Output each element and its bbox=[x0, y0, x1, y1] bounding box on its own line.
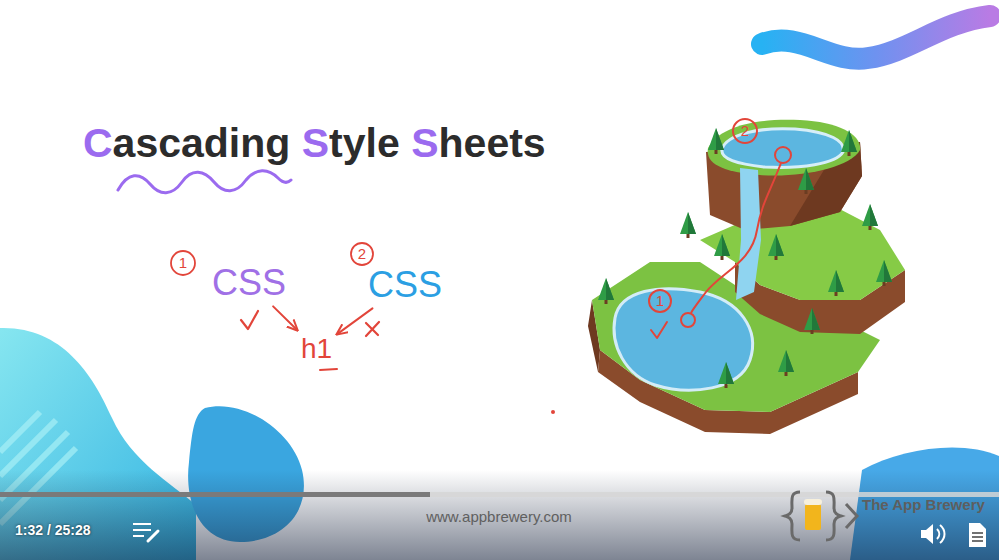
tree bbox=[798, 168, 814, 194]
node-text: CSS bbox=[212, 262, 286, 303]
control-bar bbox=[0, 470, 999, 560]
tree bbox=[876, 260, 892, 286]
upper-pool bbox=[722, 129, 844, 168]
progress-played bbox=[0, 492, 430, 497]
waterfall bbox=[736, 168, 761, 300]
notes-icon-pen bbox=[148, 531, 158, 541]
html-element: h1 bbox=[299, 333, 334, 365]
flow-circle bbox=[681, 313, 695, 327]
callout-circle bbox=[649, 290, 671, 312]
red-dot bbox=[551, 410, 555, 414]
volume-waves bbox=[937, 525, 945, 543]
callout-number: 1 bbox=[171, 251, 195, 275]
callout-number: 2 bbox=[733, 119, 757, 143]
node-text: CSS bbox=[368, 264, 442, 305]
h1-underline bbox=[320, 369, 337, 370]
logo-brace bbox=[826, 492, 841, 540]
check-mark bbox=[241, 311, 258, 329]
upper-grass bbox=[708, 120, 860, 176]
tree bbox=[778, 350, 794, 376]
title-word: tyle bbox=[329, 120, 400, 166]
tree bbox=[828, 270, 844, 296]
tree bbox=[804, 308, 820, 334]
title-word: heets bbox=[439, 120, 546, 166]
css-source: CSS bbox=[210, 262, 288, 303]
tree bbox=[714, 234, 730, 260]
tree bbox=[598, 278, 614, 304]
tree bbox=[680, 212, 696, 238]
css-source: CSS bbox=[366, 264, 444, 305]
logo-foam bbox=[804, 499, 822, 505]
logo-brace bbox=[785, 492, 800, 540]
title-initial: S bbox=[302, 120, 329, 166]
style-arrow bbox=[273, 306, 297, 330]
logo-chevron bbox=[846, 504, 857, 528]
tree bbox=[841, 130, 857, 156]
document-lines bbox=[972, 533, 983, 541]
tree bbox=[862, 204, 878, 230]
watermark-url: www.appbrewery.com bbox=[426, 508, 572, 526]
logo-cup bbox=[805, 504, 821, 530]
lower-pool bbox=[614, 289, 752, 390]
check-mark bbox=[651, 322, 667, 338]
video-time: 1:32 / 25:28 bbox=[15, 522, 91, 539]
title-squiggle bbox=[118, 171, 291, 193]
flow-path bbox=[691, 163, 781, 313]
tree bbox=[718, 362, 734, 388]
callout-number: 1 bbox=[648, 289, 672, 313]
tree bbox=[768, 234, 784, 260]
flow-circle bbox=[775, 147, 791, 163]
tree bbox=[708, 128, 724, 154]
title-word: ascading bbox=[113, 120, 291, 166]
callout-circle bbox=[171, 251, 195, 275]
title-initial: C bbox=[83, 120, 113, 166]
notes-icon bbox=[133, 524, 151, 536]
slide-title: Cascading Style Sheets bbox=[83, 120, 546, 167]
node-text: h1 bbox=[301, 333, 332, 365]
title-initial: S bbox=[411, 120, 438, 166]
cross-mark bbox=[366, 322, 379, 336]
logo-text: The App Brewery bbox=[862, 496, 985, 514]
swoosh bbox=[762, 16, 990, 59]
progress-track bbox=[0, 492, 999, 497]
style-arrow bbox=[337, 308, 372, 334]
callout-number: 2 bbox=[350, 242, 374, 266]
document-icon bbox=[969, 523, 986, 547]
volume-icon bbox=[921, 524, 933, 544]
callout-circle bbox=[733, 119, 757, 143]
callout-circle bbox=[351, 243, 373, 265]
